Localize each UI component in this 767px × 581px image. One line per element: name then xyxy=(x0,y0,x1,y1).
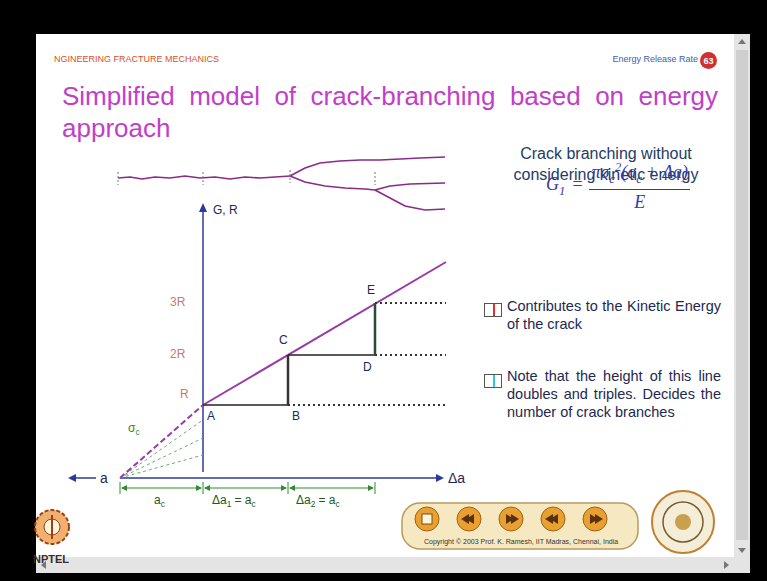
crack-ticks xyxy=(118,170,375,185)
formula: G1=πσc2(ac+ Δa)E xyxy=(546,160,690,213)
copyright: Copyright © 2003 Prof. K. Ramesh, IIT Ma… xyxy=(424,538,618,545)
dimension-lines xyxy=(120,482,375,494)
label-text: NGINEERING FRACTURE MECHANICS xyxy=(54,54,219,64)
label-text: Copyright © 2003 Prof. K. Ramesh, IIT Ma… xyxy=(424,538,618,545)
label-text: Δa xyxy=(448,470,465,486)
label-text: 2 xyxy=(311,499,316,509)
legend-text: Note that the height of this line double… xyxy=(507,367,721,421)
label-text: σ xyxy=(128,421,135,435)
scrollbar xyxy=(36,557,750,573)
formula-denominator: E xyxy=(589,190,690,213)
scroll-thumb xyxy=(736,50,748,540)
label-text: c xyxy=(135,427,139,437)
g-line xyxy=(203,262,446,405)
label-text: 3R xyxy=(170,295,185,309)
scroll-arrow xyxy=(724,561,729,569)
label-text: πσ xyxy=(591,162,609,182)
label-text: 1 xyxy=(559,184,565,198)
label-text: = xyxy=(571,174,583,194)
legend-text: Contributes to the Kinetic Energy of the… xyxy=(507,297,721,333)
legend-line xyxy=(493,375,495,387)
axes xyxy=(68,203,444,482)
label-text: G, R xyxy=(213,203,238,217)
page-number-circle: 63 xyxy=(700,52,717,69)
page-number: 63 xyxy=(703,56,713,66)
label-text: Energy Release Rate xyxy=(612,54,698,64)
formula-fraction: πσc2(ac+ Δa)E xyxy=(589,160,690,213)
dimension-label: Δa1= ac xyxy=(212,493,256,509)
stress-label: σc xyxy=(128,421,140,437)
nptel-logo xyxy=(35,510,69,544)
label-text: c xyxy=(636,172,642,186)
label-text: a xyxy=(154,493,161,507)
stress-lines xyxy=(120,420,203,478)
scroll-arrow xyxy=(738,548,746,553)
crack-sketch xyxy=(118,157,445,210)
logo-text: NPTEL xyxy=(33,553,69,565)
label-text: 1 xyxy=(227,499,232,509)
legend-swatch xyxy=(484,374,502,388)
axis-label: Δa xyxy=(448,470,465,486)
point-label: E xyxy=(367,283,375,297)
label-text: = a xyxy=(234,493,251,507)
point-label: D xyxy=(363,360,372,374)
label-text: C xyxy=(279,333,288,347)
dimension-label: ac xyxy=(154,493,165,509)
label-text: E xyxy=(634,192,645,212)
header-left: NGINEERING FRACTURE MECHANICS xyxy=(54,54,219,64)
label-text: c xyxy=(251,499,255,509)
label-text: c xyxy=(609,172,615,186)
slide-title: Simplified model of crack-branching base… xyxy=(62,80,718,144)
label-text: + Δa) xyxy=(646,162,688,182)
slide-panel xyxy=(36,34,734,557)
level-label: 2R xyxy=(170,347,185,361)
label-text: Δa xyxy=(212,493,227,507)
formula-numerator: πσc2(ac+ Δa) xyxy=(589,160,690,190)
point-label: C xyxy=(279,333,288,347)
level-label: 3R xyxy=(170,295,185,309)
label-text: = a xyxy=(318,493,335,507)
scrollbar xyxy=(734,34,750,557)
scroll-arrow xyxy=(738,39,746,44)
dimension-label: Δa2= ac xyxy=(296,493,340,509)
label-text: Δa xyxy=(296,493,311,507)
header-right: Energy Release Rate xyxy=(612,54,698,64)
label-text: R xyxy=(180,387,189,401)
g-line-dashed xyxy=(120,405,203,478)
point-label: A xyxy=(207,409,215,423)
label-text: B xyxy=(292,409,300,423)
label-text: A xyxy=(207,409,215,423)
label-text: E xyxy=(367,283,375,297)
level-label: R xyxy=(180,387,189,401)
nav-bar xyxy=(402,503,638,549)
label-text: 2R xyxy=(170,347,185,361)
label-text: c xyxy=(335,499,339,509)
label-text: NPTEL xyxy=(33,553,69,565)
label-text: D xyxy=(363,360,372,374)
label-text: 2 xyxy=(615,160,621,174)
legend-line xyxy=(493,304,495,316)
label-text: c xyxy=(161,499,165,509)
label-text: G xyxy=(546,174,559,194)
formula-lhs: G1 = xyxy=(546,174,583,199)
r-steps xyxy=(203,303,446,405)
institute-logo xyxy=(652,491,714,553)
point-label: B xyxy=(292,409,300,423)
axis-label: a xyxy=(100,470,108,486)
label-text: a xyxy=(100,470,108,486)
legend-swatch xyxy=(484,303,502,317)
label-text: (a xyxy=(621,162,636,182)
axis-label: G, R xyxy=(213,203,238,217)
